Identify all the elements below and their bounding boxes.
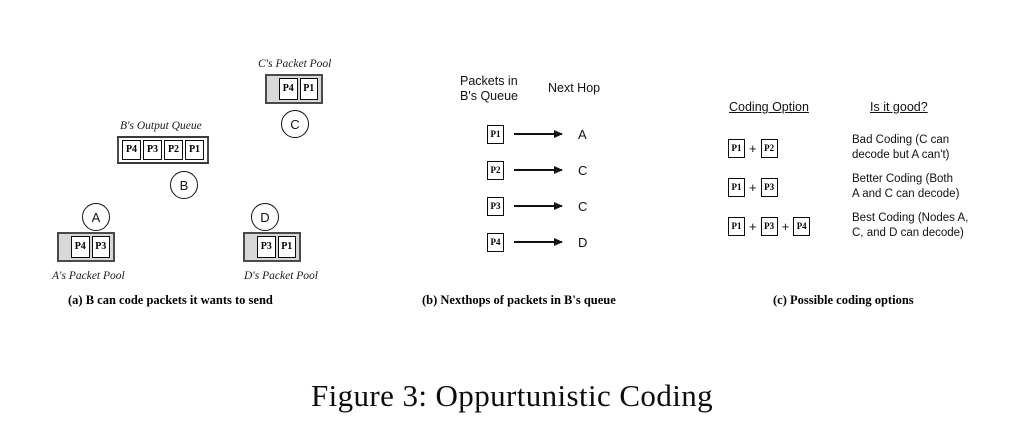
plus-icon: + bbox=[749, 219, 757, 234]
panel-b-header-packets: Packets in B's Queue bbox=[460, 74, 518, 104]
coding-verdict: Bad Coding (C can decode but A can't) bbox=[852, 134, 950, 161]
nexthop-label: C bbox=[578, 198, 588, 214]
packet-box: P4 bbox=[71, 236, 90, 258]
b-output-queue-label: B's Output Queue bbox=[120, 120, 202, 132]
coding-option-row: P1 + P2 bbox=[728, 139, 778, 158]
packet-box: P3 bbox=[760, 217, 778, 236]
packet-box: P4 bbox=[279, 78, 298, 100]
node-a: A bbox=[82, 203, 110, 231]
nexthop-label: C bbox=[578, 162, 588, 178]
nexthop-label: D bbox=[578, 234, 588, 250]
plus-icon: + bbox=[781, 219, 790, 234]
node-c: C bbox=[281, 110, 309, 138]
packet-box: P4 bbox=[487, 232, 504, 252]
queue-bottom-rule bbox=[117, 162, 209, 164]
packet-box: P1 bbox=[728, 178, 745, 197]
packet-box: P3 bbox=[760, 178, 778, 197]
panel-c-subcaption: (c) Possible coding options bbox=[773, 293, 914, 307]
nexthop-row: P2 C bbox=[487, 159, 587, 181]
a-packet-pool: P4 P3 bbox=[57, 232, 115, 262]
node-d: D bbox=[251, 203, 279, 231]
coding-option-row: P1 + P3 + P4 bbox=[728, 217, 811, 236]
panel-c-header-coding-option: Coding Option bbox=[729, 100, 809, 114]
packet-box: P1 bbox=[185, 140, 204, 160]
coding-option-row: P1 + P3 bbox=[728, 178, 778, 197]
packet-box: P1 bbox=[487, 124, 504, 144]
packet-box: P1 bbox=[277, 236, 296, 258]
plus-icon: + bbox=[749, 141, 757, 156]
d-packet-pool: P3 P1 bbox=[243, 232, 301, 262]
queue-top-rule bbox=[117, 136, 209, 138]
arrow-right-icon bbox=[514, 165, 563, 174]
packet-box: P2 bbox=[487, 160, 504, 180]
arrow-right-icon bbox=[514, 237, 563, 246]
panel-a-subcaption: (a) B can code packets it wants to send bbox=[68, 293, 273, 307]
nexthop-label: A bbox=[578, 126, 587, 142]
packet-box: P3 bbox=[487, 196, 504, 216]
packet-box: P1 bbox=[728, 217, 745, 236]
packet-box: P2 bbox=[164, 140, 183, 160]
arrow-right-icon bbox=[514, 129, 563, 138]
packet-box: P3 bbox=[257, 236, 276, 258]
c-packet-pool: P4 P1 bbox=[265, 74, 323, 104]
packet-box: P1 bbox=[728, 139, 745, 158]
b-output-queue: P4 P3 P2 P1 bbox=[117, 136, 209, 164]
plus-icon: + bbox=[749, 180, 757, 195]
a-packet-pool-label: A's Packet Pool bbox=[52, 270, 125, 282]
packet-box: P3 bbox=[143, 140, 162, 160]
arrow-right-icon bbox=[514, 201, 563, 210]
panel-c-header-is-it-good: Is it good? bbox=[870, 100, 928, 114]
panel-b-subcaption: (b) Nexthops of packets in B's queue bbox=[422, 293, 616, 307]
panel-b-header-nexthop: Next Hop bbox=[548, 81, 601, 95]
c-packet-pool-label: C's Packet Pool bbox=[258, 58, 332, 70]
packet-box: P1 bbox=[299, 78, 318, 100]
packet-box: P4 bbox=[122, 140, 141, 160]
d-packet-pool-label: D's Packet Pool bbox=[244, 270, 318, 282]
nexthop-row: P4 D bbox=[487, 231, 587, 253]
figure-caption: Figure 3: Oppurtunistic Coding bbox=[310, 378, 714, 413]
queue-boxes: P4 P3 P2 P1 bbox=[117, 138, 209, 162]
packet-box: P2 bbox=[760, 139, 778, 158]
coding-verdict: Better Coding (Both A and C can decode) bbox=[852, 173, 960, 200]
packet-box: P4 bbox=[793, 217, 811, 236]
nexthop-row: P1 A bbox=[487, 123, 587, 145]
coding-verdict: Best Coding (Nodes A, C, and D can decod… bbox=[852, 212, 969, 239]
nexthop-row: P3 C bbox=[487, 195, 587, 217]
node-b: B bbox=[170, 171, 198, 199]
packet-box: P3 bbox=[91, 236, 110, 258]
